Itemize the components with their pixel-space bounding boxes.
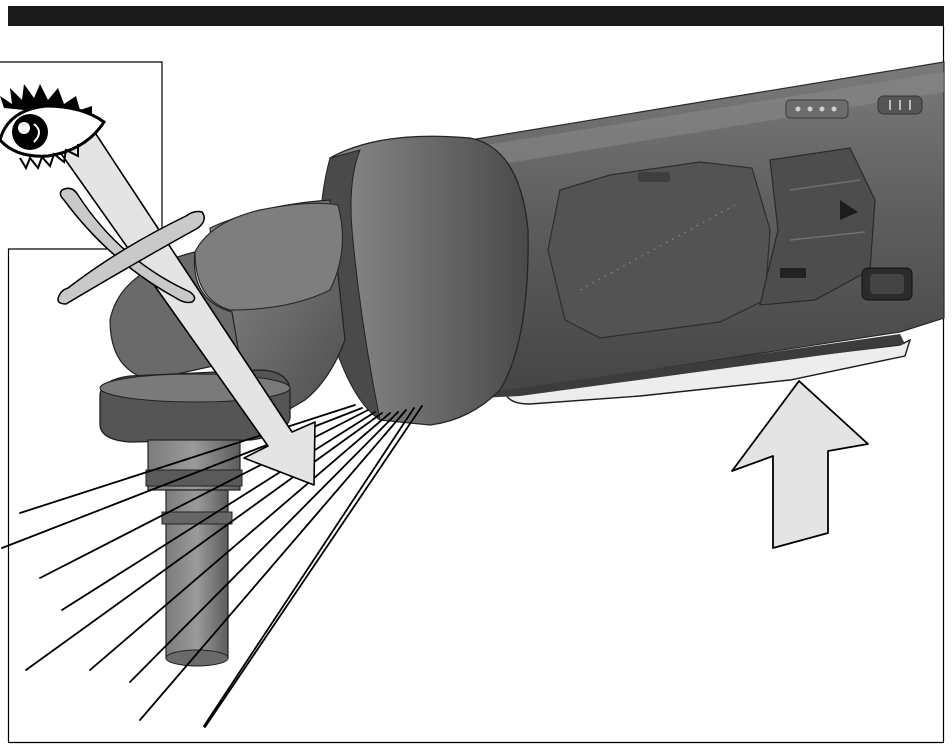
sight-line-arrow [49,121,316,486]
sight-arrow-shape [49,121,316,486]
beam-ray [25,412,383,671]
grip-panel-texture [579,204,736,291]
socket-ring [161,511,233,525]
beam-ray [203,407,415,727]
upward-arrow-icon [731,380,869,549]
switch-groove-2 [789,231,866,241]
direction-arrow-mark [840,200,858,220]
eye-pupil-swirl [33,123,40,143]
grip-panel [547,161,771,339]
battery-indicator-leds [795,106,837,112]
socket-end [165,649,229,667]
light-beam-icon [1,404,423,728]
cross-stroke-1 [59,187,196,304]
cross-stroke-2 [57,210,205,305]
nose-collar [319,135,529,426]
beam-ray [19,404,356,514]
trigger-slot [780,268,806,278]
beam-ray [89,412,391,671]
impact-wrench-body [419,61,945,405]
grip-panel-tab [638,172,670,182]
body-underside [440,334,905,400]
lock-button-face [870,274,904,294]
beam-ray [129,411,399,683]
beam-ray [139,409,407,721]
upward-arrow-shape [731,380,869,549]
eye-lashes-bottom [19,144,79,171]
switch-housing [759,147,876,306]
vent-slot-lines [889,100,911,110]
eye-pupil-highlight [18,122,30,134]
switch-groove-1 [789,179,861,191]
head-top [194,202,344,311]
beam-ray [61,411,376,611]
eye-icon [0,84,107,171]
barrel-highlight [480,72,944,166]
header-bar [8,6,944,26]
battery-indicator [785,99,849,119]
do-not-look-cross-icon [57,187,205,305]
beam-ray [204,405,423,728]
page-frame [7,6,945,744]
eye-iris [12,114,48,150]
